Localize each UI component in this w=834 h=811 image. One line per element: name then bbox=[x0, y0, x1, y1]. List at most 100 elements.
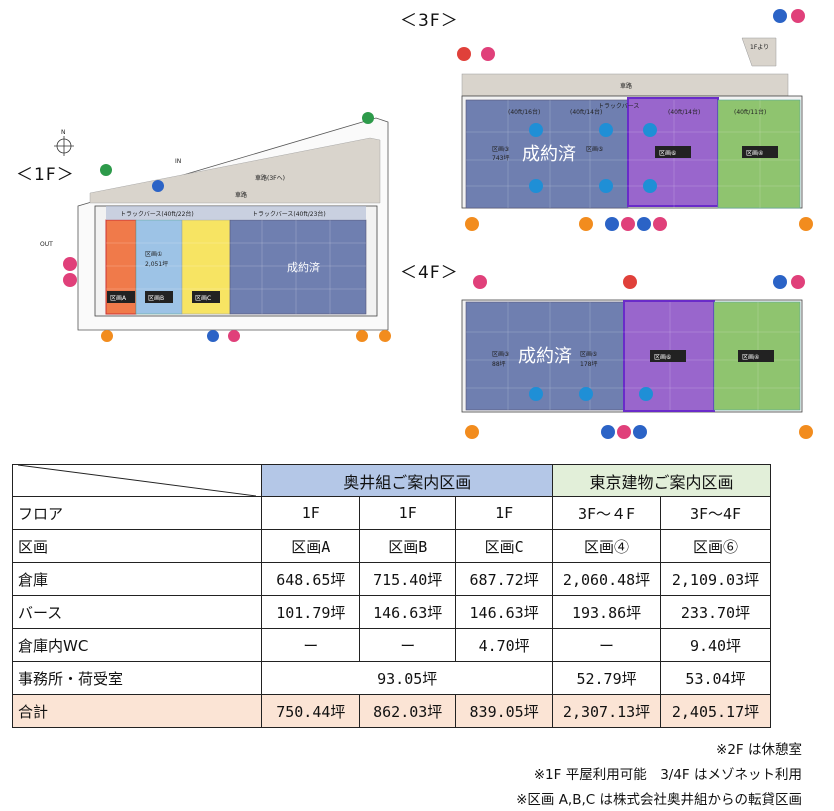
table-cell: 2,307.13坪 bbox=[552, 694, 662, 728]
note-2f: ※2F は休憩室 bbox=[716, 742, 802, 758]
berth-3f-2: (40ft/14台) bbox=[570, 108, 602, 116]
table-row: 区画 区画A 区画B 区画C 区画④ 区画⑥ bbox=[11, 529, 771, 563]
elevator-icon bbox=[457, 47, 495, 61]
tokyo-group-header: 東京建物ご案内区画 bbox=[552, 464, 771, 497]
table-cell: 1F bbox=[455, 496, 554, 530]
zone3-area-3f: 743坪 bbox=[492, 154, 509, 162]
table-cell: 93.05坪 bbox=[261, 661, 554, 695]
forklift-icon bbox=[101, 330, 391, 342]
zone4-tag-4f: 区画④ bbox=[742, 354, 759, 361]
in-label: IN bbox=[175, 158, 181, 165]
table-cell: 839.05坪 bbox=[455, 694, 554, 728]
contracted-1f: 成約済 bbox=[287, 260, 320, 274]
row-label: 事務所・荷受室 bbox=[11, 661, 263, 695]
area-table: 奥井組ご案内区画 東京建物ご案内区画 フロア 1F 1F 1F 3F～４F 3F… bbox=[11, 464, 771, 728]
floor-plan-3f: 1Fより 車路 (40ft/16台) (40ft/14台) トラックバース (4… bbox=[450, 2, 830, 244]
table-cell: 区画B bbox=[359, 529, 457, 563]
table-cell: 648.65坪 bbox=[261, 562, 361, 596]
table-cell: 2,405.17坪 bbox=[660, 694, 771, 728]
elevator-icon bbox=[529, 123, 657, 193]
floor-plan-1f: N 車路 車路(3Fへ) IN OUT トラックバース(40ft/22台) トラ… bbox=[40, 108, 400, 348]
forklift-icon bbox=[465, 425, 813, 439]
table-cell: 区画A bbox=[261, 529, 361, 563]
restroom-icon bbox=[601, 425, 647, 439]
contracted-4f: 成約済 bbox=[518, 346, 572, 367]
toilet-icon bbox=[63, 257, 77, 287]
table-cell: 区画⑥ bbox=[660, 529, 771, 563]
table-cell: 193.86坪 bbox=[552, 595, 662, 629]
berth-3f-4: (40ft/11台) bbox=[734, 108, 766, 116]
zone1-label: 区画① bbox=[145, 251, 162, 258]
restroom-icon bbox=[773, 9, 805, 23]
table-cell: 862.03坪 bbox=[359, 694, 457, 728]
from-1f-label: 1Fより bbox=[750, 44, 769, 51]
floor-plan-4f: 成約済 区画③ 88坪 区画⑤ 178坪 区画⑥ 区画④ bbox=[450, 268, 830, 448]
table-cell: 146.63坪 bbox=[359, 595, 457, 629]
contracted-3f: 成約済 bbox=[522, 144, 576, 165]
zone3-label-3f: 区画③ bbox=[492, 146, 509, 153]
zone4-tag-3f: 区画④ bbox=[746, 150, 763, 157]
table-cell: 1F bbox=[261, 496, 361, 530]
table-cell: 715.40坪 bbox=[359, 562, 457, 596]
zone-c-tag: 区画C bbox=[195, 295, 211, 302]
ramp-label: 車路(3Fへ) bbox=[255, 174, 285, 182]
floor-3f-label: ＜3F＞ bbox=[400, 11, 459, 31]
zone-b-tag: 区画B bbox=[148, 295, 164, 302]
road-label-3f: 車路 bbox=[620, 82, 632, 90]
row-label: 区画 bbox=[11, 529, 263, 563]
table-cell: 1F bbox=[359, 496, 457, 530]
table-cell: 区画C bbox=[455, 529, 554, 563]
table-cell: 3F～４F bbox=[552, 496, 662, 530]
elevator-icon bbox=[529, 387, 653, 401]
row-label: 倉庫内WC bbox=[11, 628, 263, 662]
table-cell: ー bbox=[552, 628, 662, 662]
restroom-icon bbox=[207, 330, 240, 342]
compass-icon: N bbox=[54, 129, 74, 156]
zone-a-tag: 区画A bbox=[110, 295, 127, 302]
zone5-label-3f: 区画⑤ bbox=[586, 146, 603, 153]
compass-label: N bbox=[61, 129, 66, 136]
group-header-row: 奥井組ご案内区画 東京建物ご案内区画 bbox=[11, 464, 771, 497]
table-row: バース 101.79坪 146.63坪 146.63坪 193.86坪 233.… bbox=[11, 595, 771, 629]
row-label: 倉庫 bbox=[11, 562, 263, 596]
table-cell: 146.63坪 bbox=[455, 595, 554, 629]
table-cell: 3F～4F bbox=[660, 496, 771, 530]
table-cell: 101.79坪 bbox=[261, 595, 361, 629]
note-sublease: ※区画 A,B,C は株式会社奥井組からの転貸区画 bbox=[516, 792, 802, 808]
zone5-label-4f: 区画⑤ bbox=[580, 351, 597, 358]
zone6-tag-4f: 区画⑥ bbox=[654, 354, 671, 361]
table-cell: 52.79坪 bbox=[552, 661, 662, 695]
row-label: 合計 bbox=[11, 694, 263, 728]
row-label: バース bbox=[11, 595, 263, 629]
zone3-label-4f: 区画③ bbox=[492, 351, 509, 358]
table-row: フロア 1F 1F 1F 3F～４F 3F～4F bbox=[11, 496, 771, 530]
truck-berth-left: トラックバース(40ft/22台) bbox=[120, 210, 194, 218]
zone6-tag-3f: 区画⑥ bbox=[659, 150, 676, 157]
table-cell: 53.04坪 bbox=[660, 661, 771, 695]
table-row: 倉庫 648.65坪 715.40坪 687.72坪 2,060.48坪 2,1… bbox=[11, 562, 771, 596]
floor-1f-label: ＜1F＞ bbox=[16, 165, 75, 185]
berth-3f-1: (40ft/16台) bbox=[508, 108, 540, 116]
okui-group-header: 奥井組ご案内区画 bbox=[261, 464, 554, 497]
corner-cell bbox=[11, 464, 263, 497]
table-cell: 2,109.03坪 bbox=[660, 562, 771, 596]
table-cell: ー bbox=[261, 628, 361, 662]
zone5-area-4f: 178坪 bbox=[580, 360, 597, 368]
table-cell: 687.72坪 bbox=[455, 562, 554, 596]
table-cell: 4.70坪 bbox=[455, 628, 554, 662]
out-label: OUT bbox=[40, 241, 53, 248]
table-cell: 233.70坪 bbox=[660, 595, 771, 629]
restroom-icon bbox=[605, 217, 667, 231]
total-row: 合計 750.44坪 862.03坪 839.05坪 2,307.13坪 2,4… bbox=[11, 694, 771, 728]
table-cell: ー bbox=[359, 628, 457, 662]
accessible-icon bbox=[100, 112, 374, 192]
floor-4f-label: ＜4F＞ bbox=[400, 263, 459, 283]
truck-berth-right: トラックバース(40ft/23台) bbox=[252, 210, 326, 218]
berth-3f-3: (40ft/14台) bbox=[668, 108, 700, 116]
zone3-area-4f: 88坪 bbox=[492, 360, 506, 368]
zone1-area: 2,051坪 bbox=[145, 260, 168, 268]
berth-3f-main: トラックバース bbox=[598, 103, 639, 110]
restroom-icon bbox=[473, 275, 805, 289]
row-label: フロア bbox=[11, 496, 263, 530]
note-usage: ※1F 平屋利用可能 3/4F はメゾネット利用 bbox=[533, 767, 802, 783]
